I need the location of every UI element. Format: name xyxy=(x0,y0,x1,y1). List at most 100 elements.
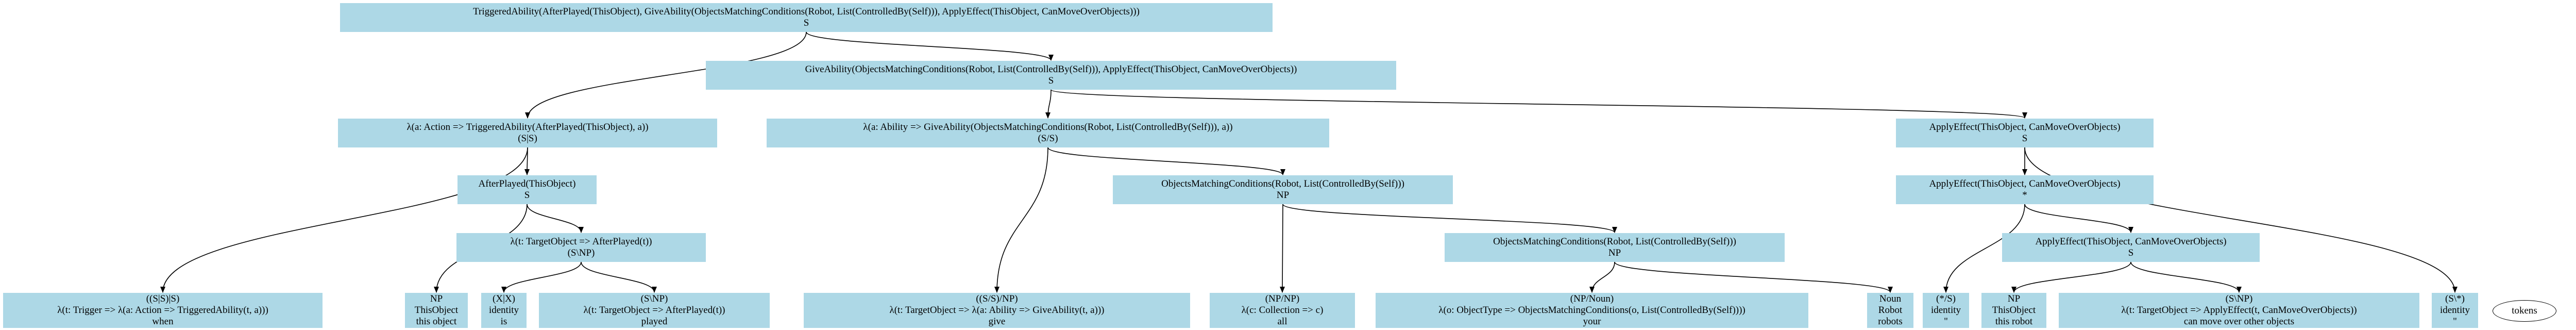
leaf-category: (S\*) xyxy=(2445,293,2465,304)
leaf-expr: identity xyxy=(2439,305,2470,316)
node-expr: ApplyEffect(ThisObject, CanMoveOverObjec… xyxy=(1929,122,2121,133)
edge-omc1-to-all xyxy=(1280,204,1285,293)
leaf-word: this object xyxy=(416,316,457,327)
node-apply-effect: ApplyEffect(ThisObject, CanMoveOverObjec… xyxy=(1896,119,2154,147)
node-category: S xyxy=(2128,248,2134,258)
edge-omc2-to-your xyxy=(1589,261,1615,293)
node-expr: GiveAbility(ObjectsMatchingConditions(Ro… xyxy=(805,64,1297,75)
node-expr: ObjectsMatchingConditions(Robot, List(Co… xyxy=(1161,178,1404,189)
edge-give-to-apply1 xyxy=(1050,89,2027,119)
leaf-close-quote: (S\*) identity " xyxy=(2432,293,2478,328)
node-expr: λ(a: Action => TriggeredAbility(AfterPla… xyxy=(406,122,649,133)
leaf-expr: identity xyxy=(1930,305,1961,316)
leaf-expr: λ(t: TargetObject => AfterPlayed(t)) xyxy=(583,305,725,316)
leaf-open-quote: (*/S) identity " xyxy=(1923,293,1969,328)
node-expr: ApplyEffect(ThisObject, CanMoveOverObjec… xyxy=(2035,236,2227,247)
edge-lamA-to-after xyxy=(524,147,530,175)
node-expr: ObjectsMatchingConditions(Robot, List(Co… xyxy=(1493,236,1736,247)
edge-after-to-lamT xyxy=(527,204,584,233)
leaf-can-move: (S\NP) λ(t: TargetObject => ApplyEffect(… xyxy=(2059,293,2419,328)
leaf-give: ((S/S)/NP) λ(t: TargetObject => λ(a: Abi… xyxy=(804,293,1190,328)
leaf-category: Noun xyxy=(1879,293,1902,304)
leaf-expr: identity xyxy=(488,305,519,316)
leaf-expr: λ(o: ObjectType => ObjectsMatchingCondit… xyxy=(1438,305,1745,316)
node-category: (S\NP) xyxy=(567,248,595,258)
node-category: * xyxy=(2022,190,2027,201)
leaf-word: robots xyxy=(1878,316,1903,327)
node-lambda-ability: λ(a: Ability => GiveAbility(ObjectsMatch… xyxy=(767,119,1329,147)
leaf-category: (S\NP) xyxy=(2225,293,2253,304)
node-category: (S/S) xyxy=(1038,133,1058,144)
leaf-category: NP xyxy=(2007,293,2021,304)
edge-apply3-to-can_move xyxy=(2130,261,2242,293)
leaf-word: all xyxy=(1277,316,1287,327)
leaf-expr: ThisObject xyxy=(414,305,459,316)
leaf-category: (X|X) xyxy=(493,293,515,304)
leaf-your: (NP/Noun) λ(o: ObjectType => ObjectsMatc… xyxy=(1376,293,1808,328)
node-objects-matching-2: ObjectsMatchingConditions(Robot, List(Co… xyxy=(1445,233,1785,262)
leaf-this-object: NP ThisObject this object xyxy=(405,293,468,328)
leaf-word: your xyxy=(1583,316,1601,327)
leaf-category: ((S|S)|S) xyxy=(146,293,180,304)
edge-omc2-to-robots xyxy=(1614,261,1893,293)
leaf-word: can move over other objects xyxy=(2183,316,2295,327)
leaf-expr: λ(t: TargetObject => ApplyEffect(t, CanM… xyxy=(2121,305,2357,316)
node-category: S xyxy=(1048,75,1054,86)
leaf-word: played xyxy=(641,316,668,327)
node-apply-effect-star: ApplyEffect(ThisObject, CanMoveOverObjec… xyxy=(1896,175,2154,204)
node-root: TriggeredAbility(AfterPlayed(ThisObject)… xyxy=(340,3,1273,32)
leaf-all: (NP/NP) λ(c: Collection => c) all xyxy=(1210,293,1355,328)
edge-lamT-to-played xyxy=(581,261,657,293)
leaf-word: " xyxy=(2453,316,2457,327)
leaf-word: when xyxy=(152,316,174,327)
leaf-category: (*/S) xyxy=(1936,293,1956,304)
leaf-expr: λ(c: Collection => c) xyxy=(1241,305,1324,316)
node-expr: λ(a: Ability => GiveAbility(ObjectsMatch… xyxy=(863,122,1233,133)
node-category: S xyxy=(803,18,809,28)
node-expr: ApplyEffect(ThisObject, CanMoveOverObjec… xyxy=(1929,178,2121,189)
node-lambda-action: λ(a: Action => TriggeredAbility(AfterPla… xyxy=(338,119,717,147)
edge-apply1-to-quote2 xyxy=(2024,147,2458,293)
leaf-category: ((S/S)/NP) xyxy=(976,293,1018,304)
edge-lamAb-to-give_w xyxy=(994,147,1048,293)
edge-root-to-give xyxy=(806,31,1054,61)
node-category: NP xyxy=(1276,190,1290,201)
edge-lamT-to-is xyxy=(501,261,582,293)
leaf-word: this robot xyxy=(1995,316,2033,327)
leaf-word: " xyxy=(1944,316,1948,327)
tokens-label: tokens xyxy=(2493,300,2556,322)
node-category: S xyxy=(2022,133,2028,144)
leaf-expr: ThisObject xyxy=(1992,305,2036,316)
node-expr: λ(t: TargetObject => AfterPlayed(t)) xyxy=(510,236,652,247)
leaf-expr: λ(t: TargetObject => λ(a: Ability => Giv… xyxy=(889,305,1105,316)
edge-omc1-to-omc2 xyxy=(1282,204,1617,233)
leaf-played: (S\NP) λ(t: TargetObject => AfterPlayed(… xyxy=(539,293,770,328)
edge-apply3-to-this_robot xyxy=(2011,261,2131,293)
node-give-ability: GiveAbility(ObjectsMatchingConditions(Ro… xyxy=(706,61,1396,90)
leaf-expr: λ(t: Trigger => λ(a: Action => Triggered… xyxy=(57,305,268,316)
edge-give-to-lamAb xyxy=(1045,89,1052,119)
leaf-word: give xyxy=(988,316,1006,327)
edge-apply2-to-apply3 xyxy=(2024,204,2133,233)
leaf-this-robot: NP ThisObject this robot xyxy=(1981,293,2046,328)
leaf-category: (NP/NP) xyxy=(1265,293,1300,304)
leaf-expr: Robot xyxy=(1878,305,1903,316)
leaf-when: ((S|S)|S) λ(t: Trigger => λ(a: Action =>… xyxy=(3,293,323,328)
edge-lamA-to-when xyxy=(160,147,528,293)
node-expr: AfterPlayed(ThisObject) xyxy=(478,178,576,189)
node-apply-effect-3: ApplyEffect(ThisObject, CanMoveOverObjec… xyxy=(2002,233,2260,262)
node-lambda-target: λ(t: TargetObject => AfterPlayed(t)) (S\… xyxy=(456,233,706,262)
leaf-category: (NP/Noun) xyxy=(1570,293,1614,304)
node-objects-matching: ObjectsMatchingConditions(Robot, List(Co… xyxy=(1113,175,1453,204)
leaf-category: (S\NP) xyxy=(640,293,668,304)
node-expr: TriggeredAbility(AfterPlayed(ThisObject)… xyxy=(473,6,1140,17)
leaf-category: NP xyxy=(430,293,443,304)
node-category: S xyxy=(524,190,530,201)
leaf-word: is xyxy=(500,316,507,327)
edge-lamAb-to-omc1 xyxy=(1047,147,1285,175)
node-category: (S|S) xyxy=(518,133,537,144)
node-after-played: AfterPlayed(ThisObject) S xyxy=(457,175,597,204)
leaf-robots: Noun Robot robots xyxy=(1867,293,1913,328)
node-category: NP xyxy=(1608,248,1621,258)
